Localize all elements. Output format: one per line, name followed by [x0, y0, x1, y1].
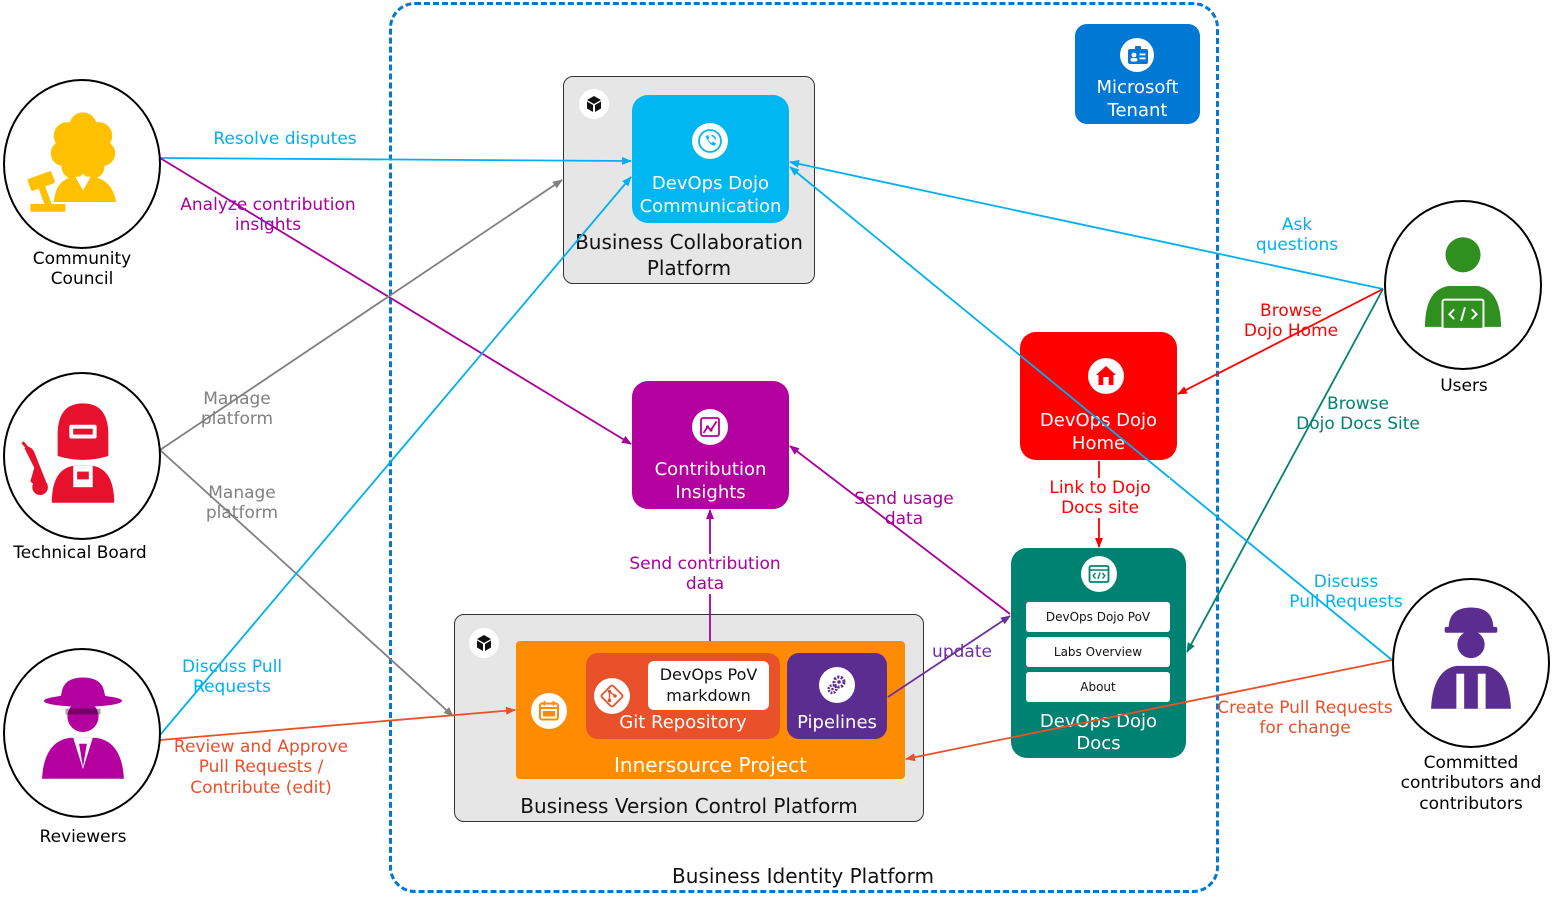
- label-link-docs-line1: Link to Dojo: [1030, 478, 1170, 498]
- label-send-contribution-line2: data: [620, 574, 790, 594]
- insights-title-line1: Contribution: [654, 459, 767, 480]
- label-ask-line1: Ask: [1281, 215, 1313, 235]
- label-create-pr-line1: Create Pull Requests: [1217, 698, 1393, 718]
- collab-platform-title-line1: Business Collaboration: [575, 230, 803, 254]
- label-browse-docs-line1: Browse: [1327, 394, 1389, 414]
- docs-item-labs-overview[interactable]: Labs Overview: [1026, 637, 1170, 667]
- pov-markdown-document[interactable]: [648, 661, 769, 710]
- community-council-line2: Council: [50, 269, 114, 289]
- devops-dojo-docs[interactable]: DevOps Dojo PoV Labs Overview About DevO…: [1011, 548, 1186, 758]
- phone-icon: [692, 123, 728, 159]
- label-manage2-line1: Manage: [208, 483, 276, 503]
- pov-markdown-line2: markdown: [666, 686, 751, 705]
- label-send-contribution-line1: Send contribution: [620, 554, 790, 574]
- devops-dojo-home[interactable]: DevOps Dojo Home: [1020, 332, 1177, 460]
- actor-technical-board[interactable]: [3, 372, 161, 540]
- docs-item-about[interactable]: About: [1026, 672, 1170, 702]
- label-update: update: [932, 642, 992, 662]
- vc-platform-title: Business Version Control Platform: [520, 794, 858, 818]
- label-review-line2: Pull Requests /: [198, 757, 324, 777]
- contribution-insights[interactable]: Contribution Insights: [632, 381, 789, 509]
- users-label: Users: [1440, 376, 1488, 396]
- actor-reviewers[interactable]: [3, 648, 161, 818]
- calendar-icon: [531, 693, 567, 729]
- judge-icon: [27, 112, 117, 212]
- actor-users[interactable]: [1384, 200, 1542, 370]
- contributors-line1: Committed: [1423, 753, 1519, 773]
- label-analyze-line2: insights: [234, 215, 302, 235]
- git-icon: [594, 678, 630, 714]
- devops-dojo-communication[interactable]: DevOps Dojo Communication: [632, 95, 789, 223]
- label-browse-home-line2: Dojo Home: [1243, 321, 1339, 341]
- docs-item-pov[interactable]: DevOps Dojo PoV: [1026, 602, 1170, 632]
- collab-platform-title-line2: Platform: [646, 256, 732, 280]
- label-create-pr-line2: for change: [1259, 718, 1351, 738]
- gears-icon: [819, 667, 855, 703]
- label-manage2-line2: platform: [205, 503, 279, 523]
- tenant-label-line1: Microsoft: [1096, 77, 1179, 98]
- label-manage1-line2: platform: [200, 409, 274, 429]
- id-card-icon: [1120, 38, 1154, 72]
- chart-icon: [692, 409, 728, 445]
- developer-icon: [1424, 237, 1502, 330]
- cube-icon: [579, 89, 609, 119]
- microsoft-tenant-badge: Microsoft Tenant: [1075, 24, 1200, 124]
- label-browse-docs-line2: Dojo Docs Site: [1296, 414, 1420, 434]
- detective-icon: [42, 677, 124, 779]
- label-review-line1: Review and Approve: [173, 737, 349, 757]
- pov-markdown-line1: DevOps PoV: [659, 665, 758, 684]
- label-manage1-line1: Manage: [203, 389, 271, 409]
- tenant-label-line2: Tenant: [1107, 100, 1168, 121]
- docs-title-line1: DevOps Dojo: [1039, 711, 1158, 732]
- label-send-usage-line1: Send usage: [854, 489, 954, 509]
- cube-icon: [469, 628, 499, 658]
- actor-contributors[interactable]: [1392, 578, 1550, 748]
- label-link-docs-line2: Docs site: [1030, 498, 1170, 518]
- home-title-line1: DevOps Dojo: [1039, 410, 1158, 431]
- pipelines-title: Pipelines: [797, 712, 877, 733]
- community-council-line1: Community: [32, 249, 132, 269]
- docs-title-line2: Docs: [1076, 733, 1121, 754]
- label-review-line3: Contribute (edit): [190, 778, 332, 798]
- communication-title-line2: Communication: [639, 196, 782, 217]
- label-analyze-line1: Analyze contribution: [180, 195, 356, 215]
- innersource-project-title: Innersource Project: [614, 753, 807, 777]
- label-discuss-reviewers-line2: Requests: [193, 677, 271, 697]
- label-discuss-contrib-line1: Discuss: [1313, 572, 1379, 592]
- label-discuss-contrib-line2: Pull Requests: [1289, 592, 1403, 612]
- label-discuss-reviewers-line1: Discuss Pull: [181, 657, 283, 677]
- construction-worker-icon: [1431, 607, 1511, 709]
- welder-icon: [21, 403, 115, 503]
- label-resolve-disputes: Resolve disputes: [213, 129, 357, 149]
- code-window-icon: [1081, 556, 1117, 592]
- label-browse-home-line1: Browse: [1260, 301, 1322, 321]
- actor-community-council[interactable]: [3, 79, 161, 249]
- label-ask-line2: questions: [1255, 235, 1339, 255]
- communication-title-line1: DevOps Dojo: [651, 173, 770, 194]
- reviewers-label: Reviewers: [39, 827, 127, 847]
- technical-board-label: Technical Board: [13, 543, 147, 563]
- insights-title-line2: Insights: [675, 482, 746, 503]
- house-icon: [1088, 358, 1124, 394]
- label-send-usage-line2: data: [884, 509, 924, 529]
- contributors-line3: contributors: [1419, 794, 1523, 814]
- contributors-line2: contributors and: [1400, 773, 1542, 793]
- identity-platform-label: Business Identity Platform: [672, 864, 934, 888]
- git-repository-title: Git Repository: [619, 712, 747, 733]
- home-title-line2: Home: [1071, 433, 1126, 454]
